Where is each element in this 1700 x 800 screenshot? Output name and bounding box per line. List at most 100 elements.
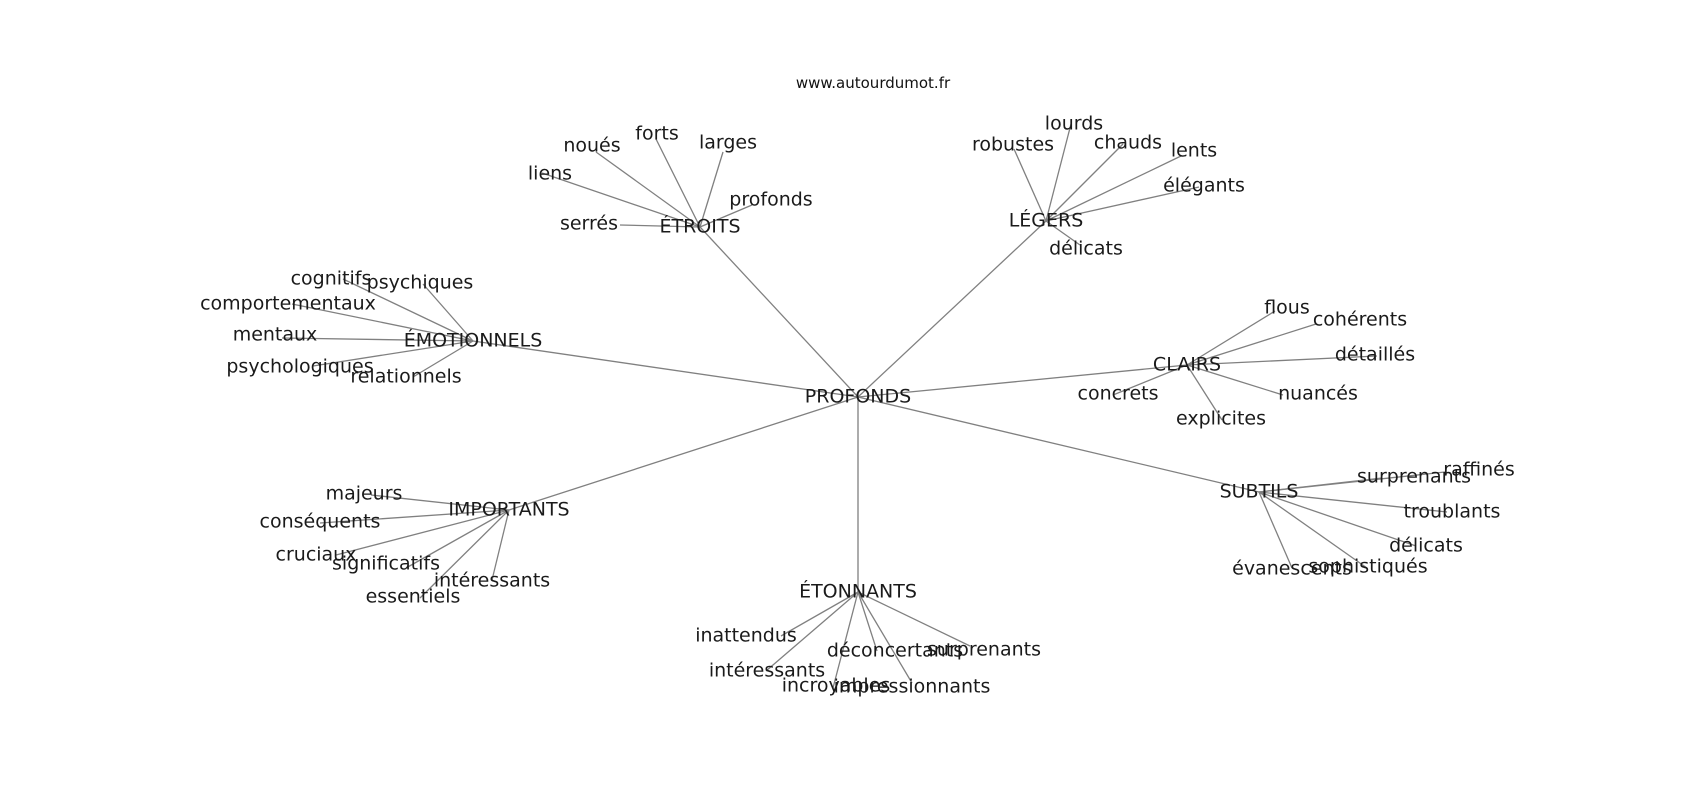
edge-importants-significatifs <box>405 509 510 569</box>
edge-etonnants-incroyables <box>832 591 859 689</box>
leaf-node-emotionnels-psychologiques: psychologiques <box>226 356 373 378</box>
edge-etroits-larges <box>699 151 724 228</box>
leaf-node-emotionnels-comportementaux: comportementaux <box>200 293 376 315</box>
edge-subtils-evanescents <box>1258 491 1293 569</box>
leaf-node-etonnants-interessants: intéressants <box>709 660 825 682</box>
leaf-node-subtils-evanescents: évanescents <box>1232 558 1352 580</box>
edge-clairs-nuances <box>1186 364 1284 396</box>
edge-etroits-forts <box>655 138 701 228</box>
edge-importants-majeurs <box>370 494 510 511</box>
leaf-node-importants-interessants: intéressants <box>434 570 550 592</box>
edge-etroits-noues <box>595 151 701 228</box>
leaf-node-importants-significatifs: significatifs <box>332 553 440 575</box>
leaf-node-importants-consequents: conséquents <box>260 511 381 533</box>
edge-legers-elegants <box>1045 186 1200 222</box>
leaf-node-clairs-coherents: cohérents <box>1313 309 1407 331</box>
edge-center-etroits <box>699 226 859 398</box>
edge-emotionnels-psychologiques <box>312 340 474 367</box>
leaf-node-legers-elegants: élégants <box>1163 175 1245 197</box>
edge-emotionnels-comportementaux <box>291 303 474 342</box>
edge-center-clairs <box>857 364 1188 398</box>
leaf-node-subtils-delicats: délicats <box>1389 535 1463 557</box>
leaf-node-etroits-noues: noués <box>563 135 620 157</box>
edge-importants-consequents <box>319 509 510 524</box>
leaf-node-legers-lents: lents <box>1171 140 1217 162</box>
edge-importants-cruciaux <box>335 509 510 556</box>
edge-subtils-surprenants <box>1258 477 1383 493</box>
leaf-node-emotionnels-relationnels: relationnels <box>350 366 461 388</box>
leaf-node-clairs-detailles: détaillés <box>1335 344 1415 366</box>
leaf-node-clairs-explicites: explicites <box>1176 408 1266 430</box>
edge-center-emotionnels <box>472 340 859 398</box>
leaf-node-etonnants-deconcertants: déconcertants <box>827 640 963 662</box>
leaf-node-etonnants-incroyables: incroyables <box>782 675 891 697</box>
leaf-node-importants-cruciaux: cruciaux <box>276 544 357 566</box>
leaf-node-subtils-surprenants: surprenants <box>1357 466 1471 488</box>
edge-legers-robustes <box>1013 148 1047 222</box>
edge-clairs-flous <box>1186 310 1276 366</box>
leaf-node-subtils-troublants: troublants <box>1404 501 1501 523</box>
branch-node-etroits: ÉTROITS <box>659 215 740 238</box>
leaf-node-importants-majeurs: majeurs <box>326 483 403 505</box>
edge-clairs-concrets <box>1112 364 1188 396</box>
branch-node-clairs: CLAIRS <box>1153 354 1221 376</box>
edge-etonnants-inattendus <box>780 591 859 637</box>
leaf-node-clairs-nuances: nuancés <box>1278 383 1358 405</box>
branch-node-importants: IMPORTANTS <box>448 499 569 521</box>
leaf-node-legers-chauds: chauds <box>1094 132 1162 154</box>
center-node-label: PROFONDS <box>805 386 911 408</box>
branch-node-etonnants: ÉTONNANTS <box>799 580 917 603</box>
edge-center-importants <box>508 396 859 511</box>
edge-etonnants-deconcertants <box>857 591 878 652</box>
leaf-node-legers-delicats: délicats <box>1049 238 1123 260</box>
leaf-node-etonnants-impressionnants: impressionnants <box>834 676 991 698</box>
leaf-node-emotionnels-cognitifs: cognitifs <box>291 268 372 290</box>
leaf-node-subtils-raffines: raffinés <box>1443 459 1514 481</box>
branch-node-subtils: SUBTILS <box>1220 481 1299 503</box>
edge-clairs-explicites <box>1186 364 1223 421</box>
edge-legers-chauds <box>1045 143 1124 222</box>
leaf-node-etroits-profonds: profonds <box>729 189 812 211</box>
edge-etroits-profonds <box>699 204 753 228</box>
edge-legers-delicats <box>1045 220 1081 246</box>
edge-etroits-serres <box>619 224 701 228</box>
site-watermark: www.autourdumot.fr <box>796 74 951 92</box>
edge-etroits-liens <box>541 172 701 228</box>
leaf-node-legers-lourds: lourds <box>1045 113 1103 135</box>
leaf-node-emotionnels-psychiques: psychiques <box>367 272 474 294</box>
leaf-node-etroits-larges: larges <box>699 132 757 154</box>
leaf-node-subtils-sophistiques: sophistiqués <box>1308 556 1427 578</box>
leaf-node-clairs-flous: flous <box>1264 297 1310 319</box>
edge-center-subtils <box>857 396 1260 493</box>
leaf-node-emotionnels-mentaux: mentaux <box>233 324 318 346</box>
edge-etonnants-surprenants <box>857 591 971 647</box>
edge-legers-lourds <box>1045 123 1072 222</box>
edge-emotionnels-mentaux <box>281 337 474 342</box>
branch-node-emotionnels: ÉMOTIONNELS <box>404 329 543 352</box>
leaf-node-etroits-liens: liens <box>528 163 572 185</box>
edge-center-legers <box>857 220 1047 398</box>
leaf-node-importants-essentiels: essentiels <box>366 586 461 608</box>
leaf-node-etonnants-inattendus: inattendus <box>695 625 797 647</box>
graph-edges <box>281 123 1448 689</box>
edge-subtils-delicats <box>1258 491 1417 547</box>
leaf-node-legers-robustes: robustes <box>972 134 1054 156</box>
edge-emotionnels-relationnels <box>412 340 474 378</box>
edge-subtils-sophistiques <box>1258 491 1368 569</box>
edge-importants-interessants <box>491 509 510 581</box>
edge-etonnants-interessants <box>765 591 859 672</box>
edge-legers-lents <box>1045 155 1182 222</box>
edge-emotionnels-cognitifs <box>342 278 474 342</box>
edge-subtils-troublants <box>1258 491 1448 513</box>
edge-etonnants-impressionnants <box>857 591 913 684</box>
edge-importants-essentiels <box>419 509 510 599</box>
leaf-node-etonnants-surprenants: surprenants <box>927 639 1041 661</box>
leaf-node-clairs-concrets: concrets <box>1078 383 1159 405</box>
edge-clairs-coherents <box>1186 323 1317 366</box>
branch-node-legers: LÉGERS <box>1009 209 1084 232</box>
edge-clairs-detailles <box>1186 355 1378 366</box>
leaf-node-etroits-serres: serrés <box>560 213 618 235</box>
edge-emotionnels-psychiques <box>422 283 474 342</box>
